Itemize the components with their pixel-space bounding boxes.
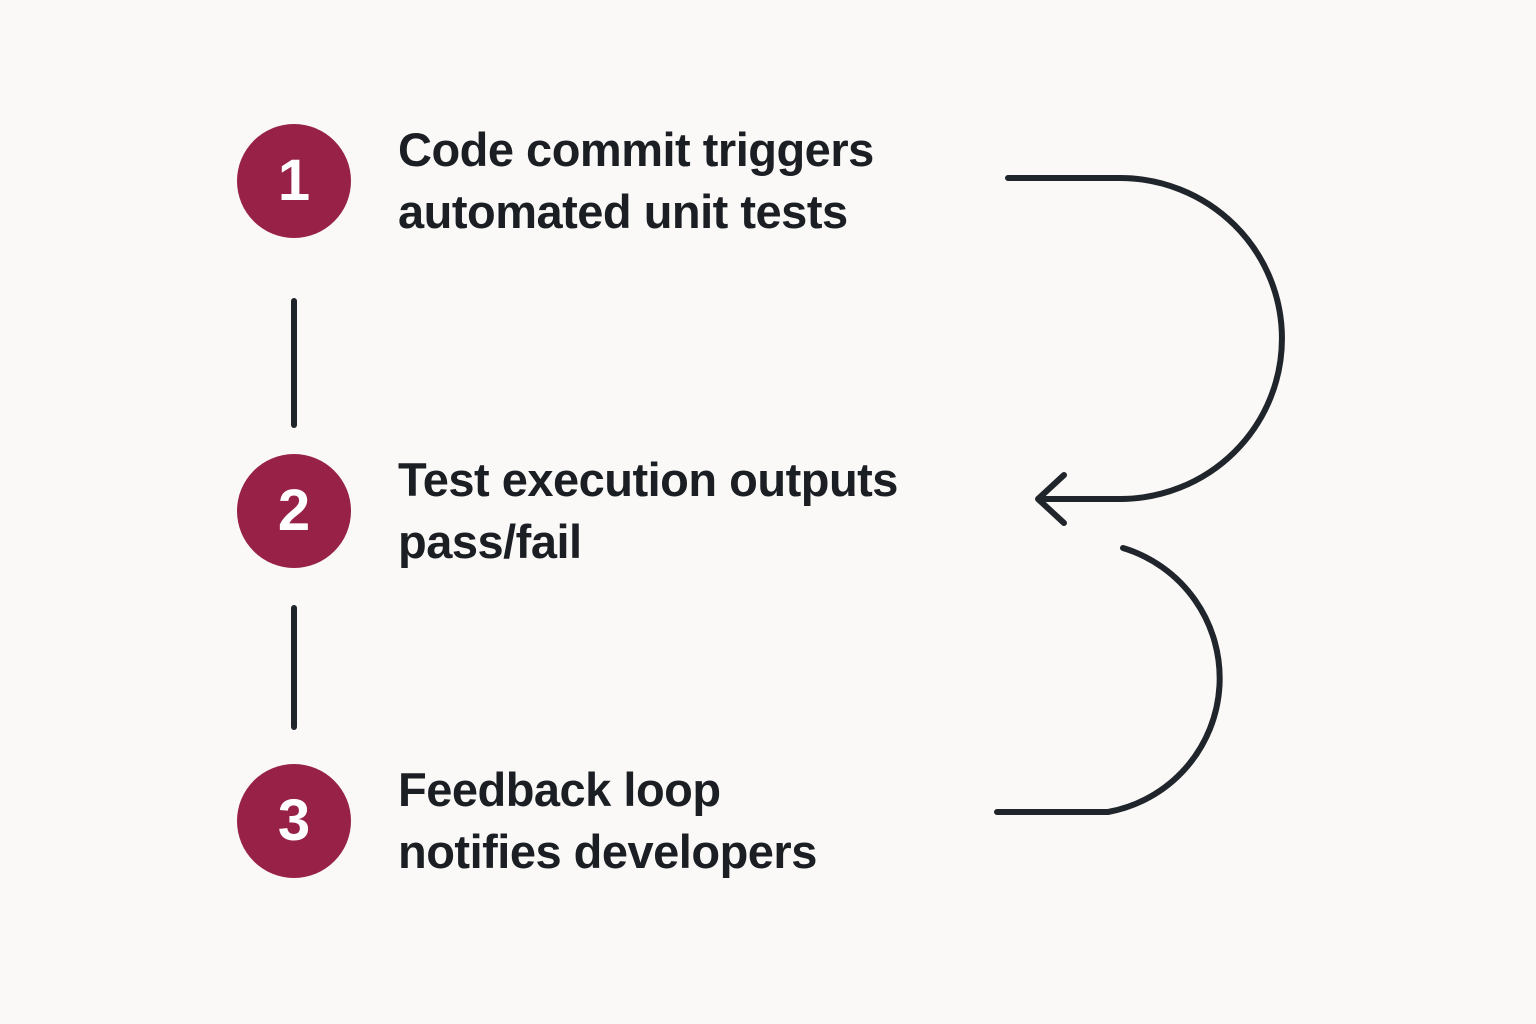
- step-label-line: notifies developers: [398, 825, 817, 878]
- step-number-badge: 2: [237, 454, 351, 568]
- step-label-line: automated unit tests: [398, 185, 848, 238]
- step-item-2: 2 Test execution outputs pass/fail: [237, 453, 898, 568]
- step-label-line: Feedback loop: [398, 763, 721, 816]
- step-number-badge: 1: [237, 124, 351, 238]
- step-label: Test execution outputs pass/fail: [398, 449, 898, 573]
- step-label: Feedback loop notifies developers: [398, 759, 817, 883]
- curved-arrow-step1-to-step2: [1005, 175, 1285, 502]
- step-label-line: pass/fail: [398, 515, 582, 568]
- step-item-1: 1 Code commit triggers automated unit te…: [237, 123, 874, 238]
- step-label-line: Test execution outputs: [398, 453, 898, 506]
- step-label: Code commit triggers automated unit test…: [398, 119, 874, 243]
- step-label-line: Code commit triggers: [398, 123, 874, 176]
- arrowhead-left-icon: [1035, 472, 1067, 526]
- step-number-badge: 3: [237, 764, 351, 878]
- curve-step2-to-step3: [994, 545, 1223, 815]
- step-item-3: 3 Feedback loop notifies developers: [237, 763, 817, 878]
